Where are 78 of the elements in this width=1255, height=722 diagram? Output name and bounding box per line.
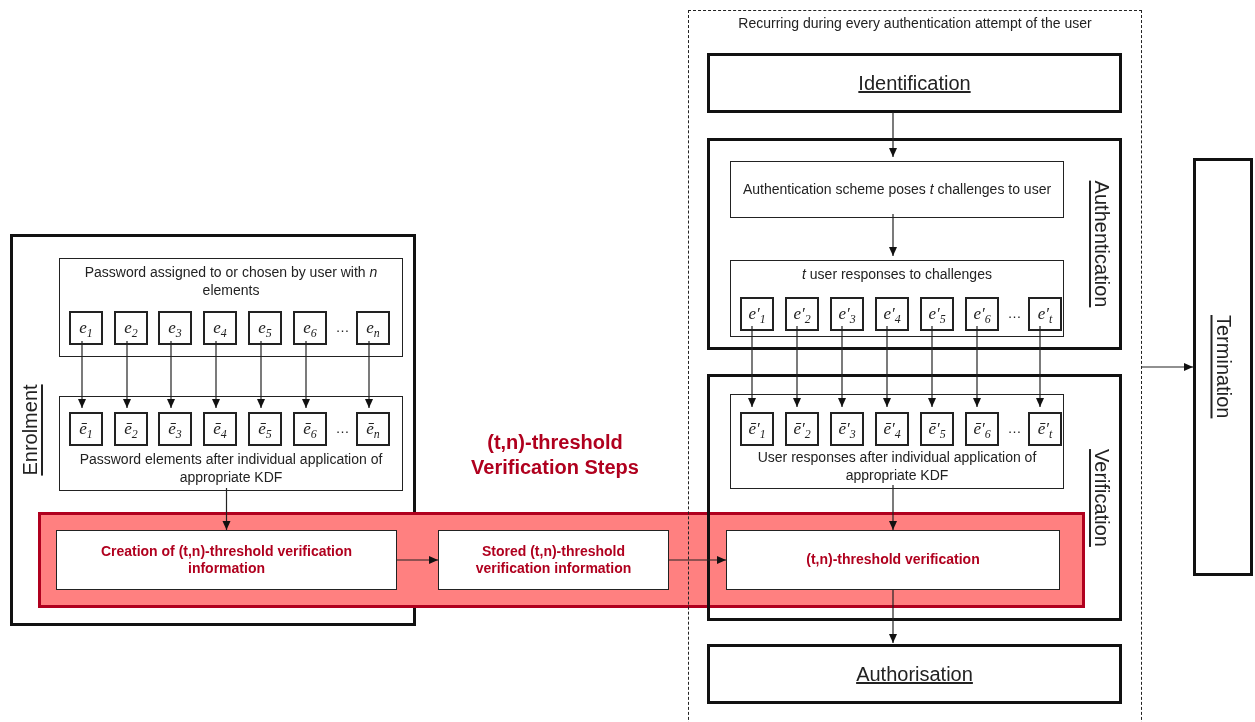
element-box: ē′$_{5}$ <box>920 412 954 446</box>
band-heading: (t,n)-threshold Verification Steps <box>470 430 640 480</box>
arrow <box>889 111 897 158</box>
arrow <box>302 340 310 409</box>
ellipsis: … <box>335 319 350 335</box>
element-box: ē$_{6}$ <box>293 412 327 446</box>
element-box: e$_{1}$ <box>69 311 103 345</box>
arrow <box>1141 363 1194 371</box>
element-box: e$_{n}$ <box>356 311 390 345</box>
ellipsis: … <box>1007 305 1022 321</box>
arrow <box>883 325 891 408</box>
stage-box <box>1193 158 1253 576</box>
element-box: ē$_{3}$ <box>158 412 192 446</box>
arrow <box>212 340 220 409</box>
arrow <box>793 325 801 408</box>
element-box: e$_{6}$ <box>293 311 327 345</box>
arrow <box>748 325 756 408</box>
element-box: ē′$_{2}$ <box>785 412 819 446</box>
element-box: e′$_{6}$ <box>965 297 999 331</box>
arrow <box>167 340 175 409</box>
element-box: e$_{4}$ <box>203 311 237 345</box>
arrow <box>928 325 936 408</box>
phase-panel <box>707 138 1122 350</box>
element-box: e$_{5}$ <box>248 311 282 345</box>
element-box: e′$_{2}$ <box>785 297 819 331</box>
arrow <box>257 340 265 409</box>
arrow <box>396 556 439 564</box>
arrow <box>838 325 846 408</box>
ellipsis: … <box>1007 420 1022 436</box>
element-box: ē′$_{3}$ <box>830 412 864 446</box>
region-caption: Recurring during every authentication attempt of the user <box>737 15 1093 33</box>
arrow <box>889 589 897 644</box>
arrow <box>365 340 373 409</box>
arrow <box>78 340 86 409</box>
element-box: e′$_{1}$ <box>740 297 774 331</box>
element-box: ē$_{5}$ <box>248 412 282 446</box>
process-box: (t,n)-threshold verification <box>726 530 1060 590</box>
element-box: e′$_{5}$ <box>920 297 954 331</box>
element-box: e′$_{4}$ <box>875 297 909 331</box>
element-box: e′$_{t}$ <box>1028 297 1062 331</box>
stage-title: Identification <box>858 70 971 96</box>
group-caption: Password assigned to or chosen by user with n elements <box>83 264 379 299</box>
element-box: ē$_{2}$ <box>114 412 148 446</box>
stage-box <box>707 644 1122 704</box>
group-box <box>730 394 1064 489</box>
group-caption: Password elements after individual application of appropriate KDF <box>78 451 384 486</box>
stage-title: Termination <box>1211 315 1236 419</box>
arrow <box>889 484 897 531</box>
group-box <box>59 258 403 357</box>
element-box: ē′$_{1}$ <box>740 412 774 446</box>
stage-title: Authorisation <box>856 661 973 687</box>
element-box: e′$_{3}$ <box>830 297 864 331</box>
arrow <box>123 340 131 409</box>
element-box: ē′$_{4}$ <box>875 412 909 446</box>
element-box: ē$_{4}$ <box>203 412 237 446</box>
arrow <box>222 487 231 531</box>
element-box: ē′$_{6}$ <box>965 412 999 446</box>
element-box: e$_{3}$ <box>158 311 192 345</box>
element-box: ē$_{1}$ <box>69 412 103 446</box>
arrow <box>973 325 981 408</box>
arrow <box>668 556 727 564</box>
arrow <box>889 213 897 257</box>
group-caption: t user responses to challenges <box>801 266 993 284</box>
ellipsis: … <box>335 420 350 436</box>
group-box <box>730 260 1064 337</box>
phase-title: Enrolment <box>19 384 42 476</box>
process-box: Stored (t,n)-threshold verification information <box>438 530 669 590</box>
element-box: ē$_{n}$ <box>356 412 390 446</box>
element-box: ē′$_{t}$ <box>1028 412 1062 446</box>
phase-title: Authentication <box>1090 180 1113 308</box>
group-box <box>59 396 403 491</box>
process-box: Creation of (t,n)-threshold verification information <box>56 530 397 590</box>
stage-box <box>707 53 1122 113</box>
phase-title: Verification <box>1090 448 1113 547</box>
process-box: Authentication scheme poses t challenges to user <box>730 161 1064 218</box>
group-caption: User responses after individual application of appropriate KDF <box>756 449 1038 484</box>
arrow <box>1036 325 1044 408</box>
element-box: e$_{2}$ <box>114 311 148 345</box>
